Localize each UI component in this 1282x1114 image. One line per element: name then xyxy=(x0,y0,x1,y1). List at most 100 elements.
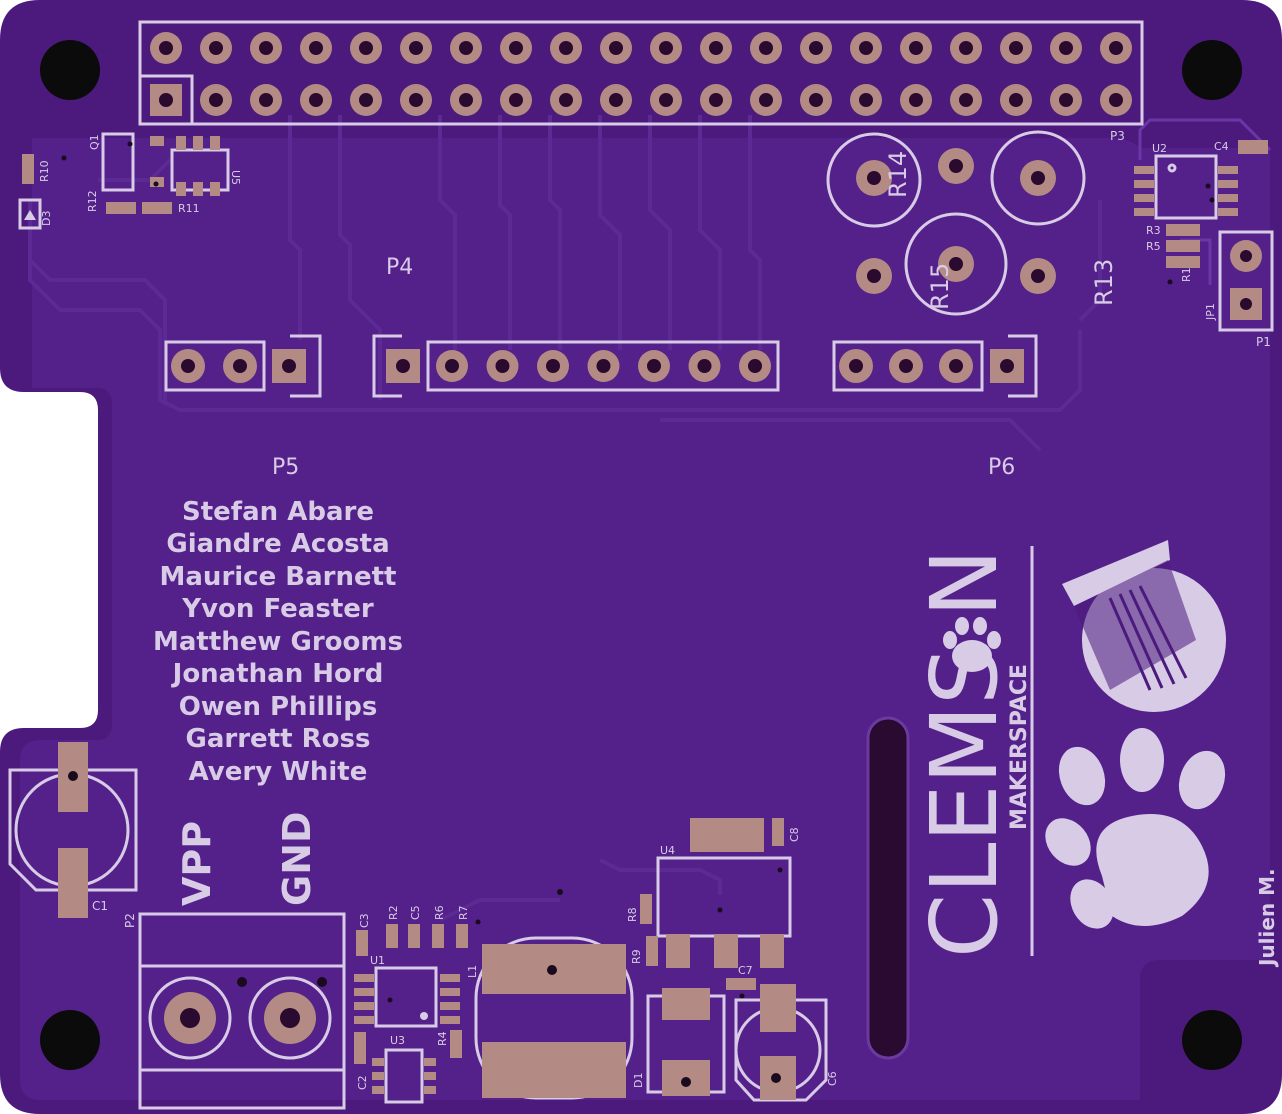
p3-pin-drill xyxy=(409,41,423,55)
p4-pin-drill xyxy=(647,359,661,373)
u3-label: U3 xyxy=(390,1034,405,1047)
p3-pin-drill xyxy=(909,93,923,107)
p3-pin-drill xyxy=(609,41,623,55)
p3-pin-drill xyxy=(859,93,873,107)
p3-pin-drill xyxy=(1109,41,1123,55)
p3-pin-drill xyxy=(509,93,523,107)
potentiometers xyxy=(826,130,1086,316)
r5-label: R5 xyxy=(1146,240,1161,253)
p3-pin-drill xyxy=(1059,41,1073,55)
p3-pin-drill xyxy=(1009,93,1023,107)
p3-pin-drill xyxy=(209,93,223,107)
p3-pin-drill xyxy=(309,93,323,107)
u2-area xyxy=(1134,140,1274,332)
name-8: Garrett Ross xyxy=(186,724,371,754)
mounting-holes xyxy=(40,40,1242,1070)
r15-label: R15 xyxy=(926,263,954,310)
c1-label: C1 xyxy=(92,899,108,913)
tiger-paw-icon xyxy=(1045,728,1226,929)
c6-label: C6 xyxy=(826,1071,839,1086)
name-7: Owen Phillips xyxy=(179,692,378,722)
r8-label: R8 xyxy=(626,907,639,922)
p3-pin-drill xyxy=(759,41,773,55)
r2-label: R2 xyxy=(387,905,400,920)
q1-label: Q1 xyxy=(88,134,101,150)
d3-label: D3 xyxy=(40,211,53,226)
r9-label: R9 xyxy=(630,949,643,964)
vpp-label: VPP xyxy=(175,821,219,906)
p5-label: P5 xyxy=(272,455,299,480)
p1-label: P1 xyxy=(1256,335,1271,349)
paw-small-icon xyxy=(943,617,1001,672)
p3-pin-drill xyxy=(909,41,923,55)
name-9: Avery White xyxy=(189,757,368,787)
gpio-header-p3 xyxy=(138,20,1144,126)
u2-label: U2 xyxy=(1152,142,1167,155)
p3-pin-drill xyxy=(809,41,823,55)
p3-pin-drill xyxy=(209,41,223,55)
r3-label: R3 xyxy=(1146,224,1161,237)
c2-label: C2 xyxy=(356,1075,369,1090)
copper-traces xyxy=(28,115,1272,922)
p3-pin-drill xyxy=(759,93,773,107)
u1-u3-area xyxy=(354,924,468,1104)
d1-label: D1 xyxy=(632,1073,645,1088)
board-slot xyxy=(866,716,910,1060)
l1-label: L1 xyxy=(466,965,479,978)
p4-pin-drill xyxy=(546,359,560,373)
p3-pin-drill xyxy=(959,41,973,55)
p3-pin-drill xyxy=(659,41,673,55)
p3-pin-drill xyxy=(609,93,623,107)
p3-pin-drill xyxy=(559,41,573,55)
makerspace-wordmark: MAKERSPACE xyxy=(1007,664,1032,830)
p3-pin-drill xyxy=(709,93,723,107)
u4-label: U4 xyxy=(660,844,675,857)
p3-pin-drill xyxy=(259,93,273,107)
name-3: Maurice Barnett xyxy=(160,562,397,592)
p3-pin-drill xyxy=(859,41,873,55)
p4-pin-drill xyxy=(596,359,611,373)
c4-label: C4 xyxy=(1214,140,1229,153)
designer-signature: Julien M. xyxy=(1255,868,1279,968)
p4-label: P4 xyxy=(386,255,413,280)
p3-pin-drill xyxy=(159,41,173,55)
name-4: Yvon Feaster xyxy=(181,594,374,624)
p3-pin-drill xyxy=(1109,93,1123,107)
r7-label: R7 xyxy=(457,905,470,920)
p3-pin-drill xyxy=(459,41,473,55)
p3-pin-drill xyxy=(359,41,373,55)
r11-label: R11 xyxy=(178,202,200,215)
p3-pin-drill xyxy=(809,93,823,107)
c5-label: C5 xyxy=(409,905,422,920)
p6-label: P6 xyxy=(988,455,1015,480)
r10-label: R10 xyxy=(38,160,51,182)
r12-label: R12 xyxy=(86,190,99,212)
u1-label: U1 xyxy=(370,954,385,967)
p3-pin-drill xyxy=(659,93,673,107)
p3-pin-drill xyxy=(159,93,173,107)
u4-area xyxy=(640,818,828,1102)
r6-label: R6 xyxy=(433,905,446,920)
team-names: Stefan Abare Giandre Acosta Maurice Barn… xyxy=(153,497,403,787)
name-6: Jonathan Hord xyxy=(171,659,384,689)
name-2: Giandre Acosta xyxy=(166,529,389,559)
header-row xyxy=(164,334,1038,398)
name-5: Matthew Grooms xyxy=(153,627,403,657)
p2-terminal-block xyxy=(138,912,346,1110)
r1-label: R1 xyxy=(1180,267,1193,282)
r13-label: R13 xyxy=(1090,259,1118,306)
p3-pin-drill xyxy=(359,93,373,107)
r14-label: R14 xyxy=(884,151,912,198)
p3-pin-drill xyxy=(1009,41,1023,55)
q1-u5-area xyxy=(18,132,230,230)
p3-pin-drill xyxy=(1059,93,1073,107)
p4-pin-drill xyxy=(445,359,459,373)
p2-label: P2 xyxy=(123,913,137,928)
vias xyxy=(61,141,1215,1003)
c7-label: C7 xyxy=(738,964,753,977)
p3-pin-drill xyxy=(409,93,423,107)
c1-capacitor xyxy=(8,742,138,918)
p3-pin-drill xyxy=(959,93,973,107)
p3-pin-drill xyxy=(259,41,273,55)
